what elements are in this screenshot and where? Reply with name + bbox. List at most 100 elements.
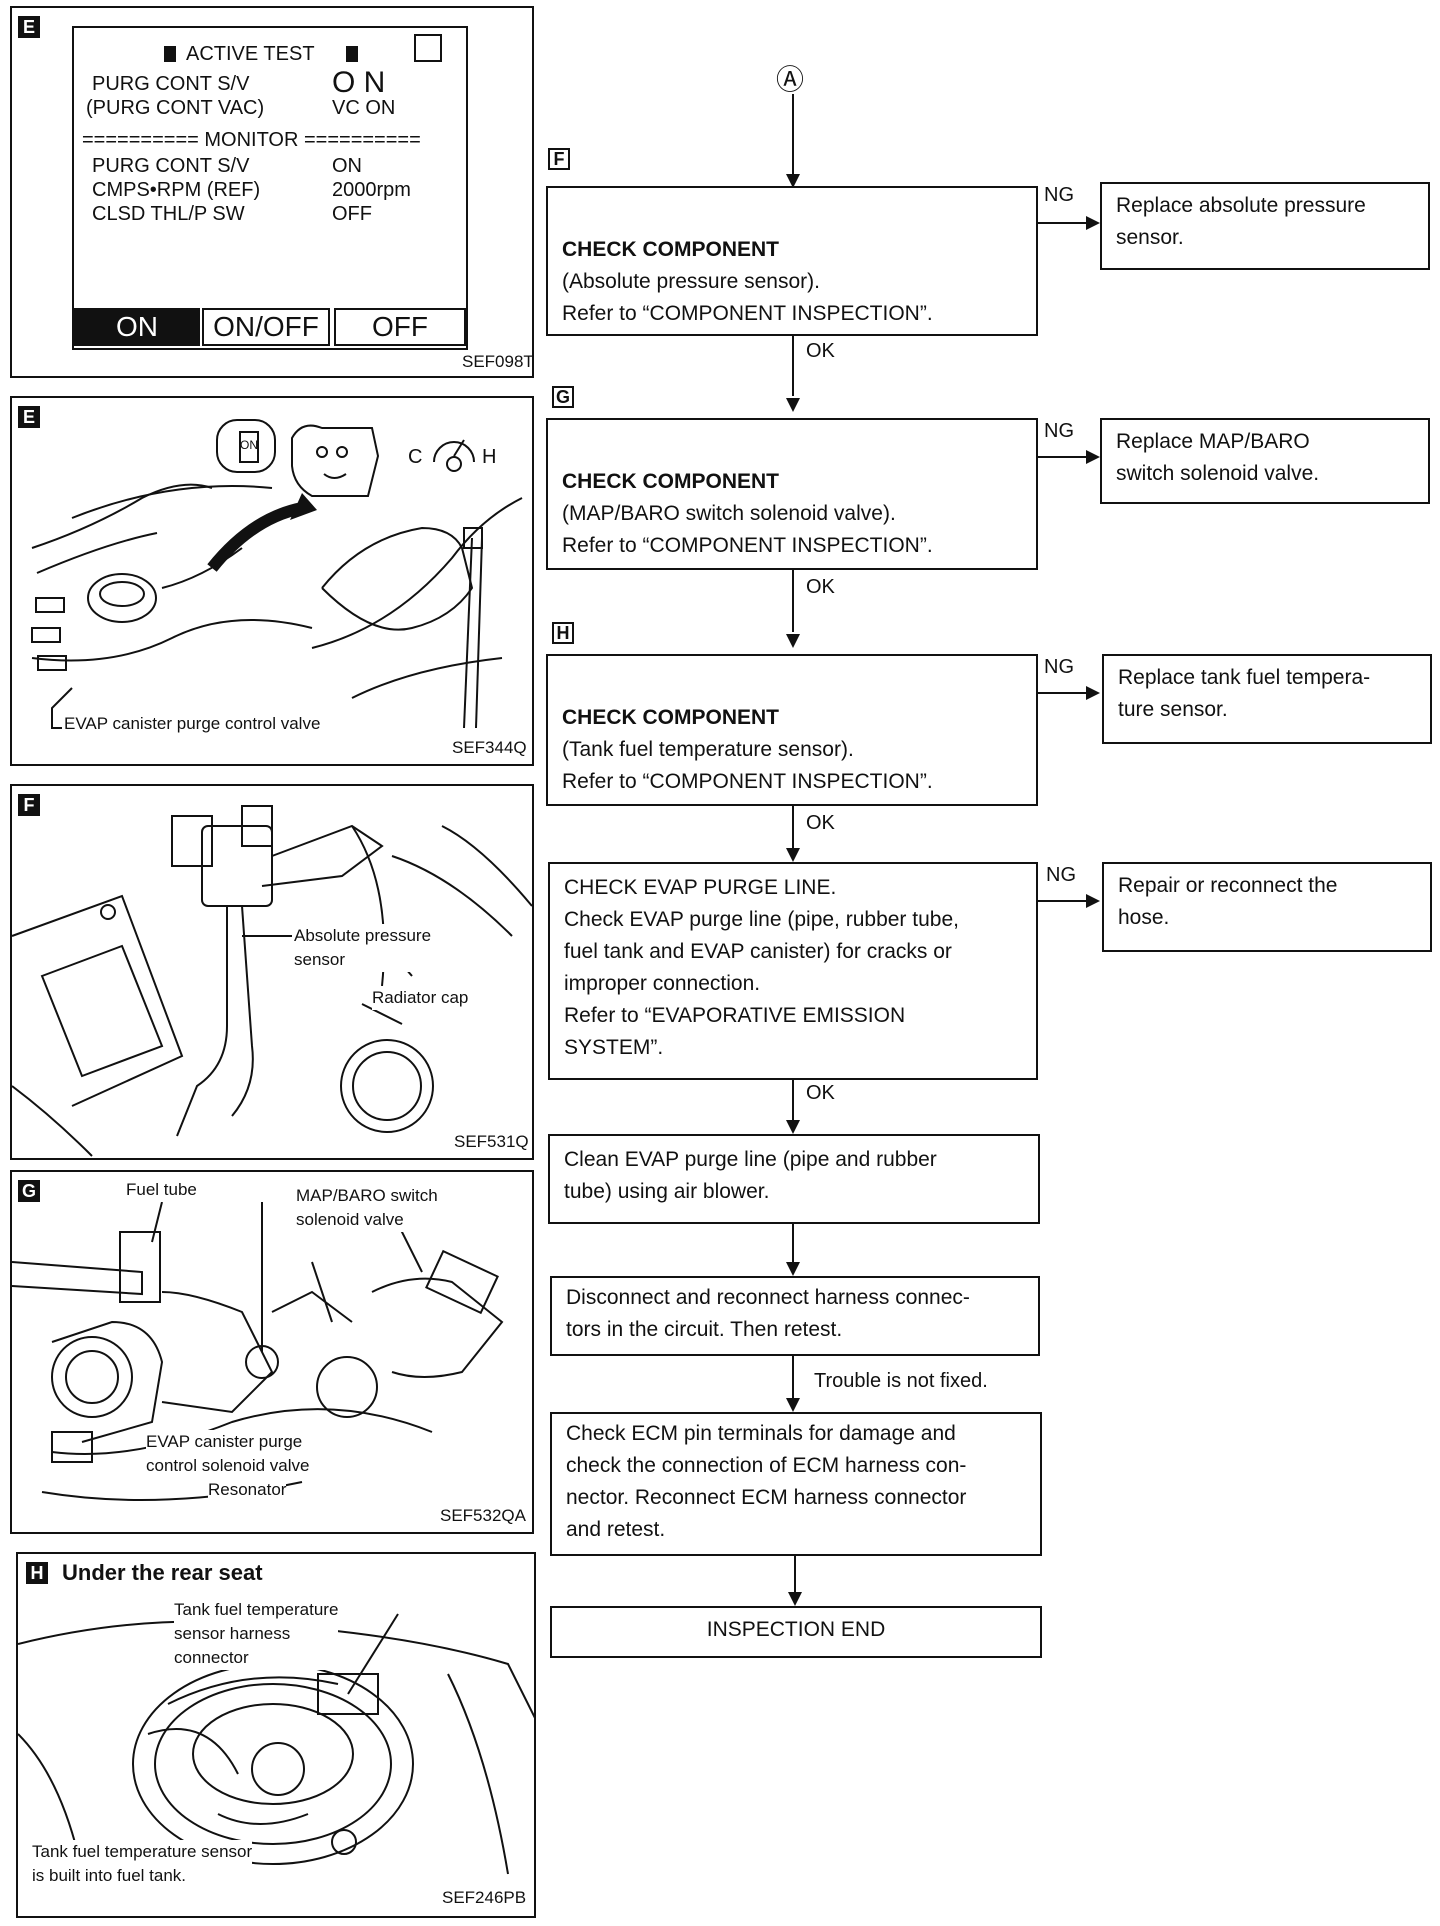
on-off-button[interactable]: ON/OFF: [202, 308, 330, 346]
sensor-location-drawing: [12, 805, 532, 1157]
flow-tag-g: G: [552, 386, 574, 408]
figure-code: SEF344Q: [452, 738, 527, 757]
check-component-tank-sensor[interactable]: CHECK COMPONENT (Tank fuel temperature s…: [546, 654, 1038, 806]
evap-valve-illustration-panel: E ON C H EVAP canister purge control val…: [10, 396, 534, 766]
checkbox-icon: [414, 34, 442, 62]
ng-line: [1038, 222, 1088, 224]
step3-title: CHECK COMPONENT: [562, 706, 780, 729]
active-test-title: ACTIVE TEST: [186, 43, 315, 65]
check-evap-purge-line[interactable]: CHECK EVAP PURGE LINE. Check EVAP purge …: [548, 862, 1038, 1080]
reconnect-harness[interactable]: Disconnect and reconnect harness connec-…: [550, 1276, 1040, 1356]
check-component-abs-sensor[interactable]: CHECK COMPONENT (Absolute pressure senso…: [546, 186, 1038, 336]
off-button[interactable]: OFF: [334, 308, 466, 346]
step-tag-e2: E: [18, 406, 40, 428]
flow-line: [792, 1224, 794, 1268]
monitor-value-3: OFF: [332, 203, 372, 225]
check-component-map-baro[interactable]: CHECK COMPONENT (MAP/BARO switch solenoi…: [546, 418, 1038, 570]
key-on-label: ON: [240, 438, 258, 452]
start-connector-a: Ⓐ: [776, 64, 805, 95]
figure-code: SEF532QA: [440, 1506, 526, 1525]
radiator-cap-callout: Radiator cap: [372, 986, 469, 1010]
monitor-header: ========== MONITOR ==========: [82, 129, 421, 151]
figure-code: SEF098T: [462, 352, 534, 371]
monitor-label-2: CMPS•RPM (REF): [92, 179, 261, 201]
ng-line: [1038, 456, 1088, 458]
replace-tank-sensor[interactable]: Replace tank fuel tempera- ture sensor.: [1102, 654, 1432, 744]
flow-arrow: [788, 1592, 802, 1606]
clean-evap-purge-line[interactable]: Clean EVAP purge line (pipe and rubber t…: [548, 1134, 1040, 1224]
flow-arrow: [786, 634, 800, 648]
flow-arrow: [786, 1120, 800, 1134]
title-square-icon-2: [346, 46, 358, 62]
ok-label: OK: [806, 340, 835, 362]
ng-arrow: [1086, 450, 1100, 464]
fuel-tube-callout: Fuel tube: [126, 1178, 197, 1202]
figure-code: SEF246PB: [442, 1888, 527, 1907]
step3-body: (Tank fuel temperature sensor). Refer to…: [562, 738, 933, 793]
step1-title: CHECK COMPONENT: [562, 238, 780, 261]
flow-arrow: [786, 174, 800, 188]
engine-bay-drawing: [31, 419, 523, 729]
replace-abs-sensor[interactable]: Replace absolute pressure sensor.: [1100, 182, 1430, 270]
row1-value: O N: [332, 66, 386, 99]
panel-h-title: Under the rear seat: [62, 1560, 263, 1585]
flow-line: [794, 1556, 796, 1598]
flow-tag-h: H: [552, 622, 574, 644]
on-button[interactable]: ON: [74, 308, 200, 346]
row2-value: VC ON: [332, 97, 396, 119]
flow-arrow: [786, 1398, 800, 1412]
step-tag-g: G: [18, 1180, 40, 1202]
step2-body: (MAP/BARO switch solenoid valve). Refer …: [562, 502, 933, 557]
flow-arrow: [786, 1262, 800, 1276]
flow-line: [792, 336, 794, 396]
monitor-value-2: 2000rpm: [332, 179, 411, 201]
absolute-pressure-sensor-panel: F Absolute pressure sensor Radiator cap …: [10, 784, 534, 1160]
ng-label: NG: [1044, 420, 1074, 442]
row1-label: PURG CONT S/V: [92, 73, 250, 95]
check-ecm-terminals[interactable]: Check ECM pin terminals for damage and c…: [550, 1412, 1042, 1556]
evap-valve-callout: EVAP canister purge control valve: [64, 714, 321, 733]
replace-map-baro-valve[interactable]: Replace MAP/BARO switch solenoid valve.: [1100, 418, 1430, 504]
step1-body: (Absolute pressure sensor). Refer to “CO…: [562, 270, 933, 325]
gauge-hot-label: H: [482, 446, 497, 468]
monitor-value-1: ON: [332, 155, 362, 177]
ng-arrow: [1086, 216, 1100, 230]
map-baro-valve-panel: G Fuel tube MAP/BARO switch solenoid val…: [10, 1170, 534, 1534]
trouble-not-fixed-label: Trouble is not fixed.: [814, 1370, 988, 1392]
evap-solenoid-callout: EVAP canister purge control solenoid val…: [146, 1430, 310, 1478]
title-square-icon: [164, 46, 176, 62]
tank-sensor-note: Tank fuel temperature sensor is built in…: [32, 1840, 253, 1888]
ng-label: NG: [1044, 656, 1074, 678]
harness-connector-callout: Tank fuel temperature sensor harness con…: [174, 1598, 339, 1670]
flow-line: [792, 1080, 794, 1132]
ng-line: [1038, 692, 1088, 694]
step-tag-f: F: [18, 794, 40, 816]
gauge-cold-label: C: [408, 446, 423, 468]
figure-code: SEF531Q: [454, 1132, 529, 1151]
ok-label: OK: [806, 1082, 835, 1104]
ok-label: OK: [806, 576, 835, 598]
resonator-callout: Resonator: [208, 1478, 287, 1502]
flow-line: [792, 806, 794, 850]
row2-label: (PURG CONT VAC): [86, 97, 265, 119]
flow-line: [792, 1356, 794, 1408]
absolute-pressure-sensor-callout: Absolute pressure sensor: [294, 924, 432, 972]
repair-reconnect-hose[interactable]: Repair or reconnect the hose.: [1102, 862, 1432, 952]
flow-line: [792, 94, 794, 176]
ng-label: NG: [1046, 864, 1076, 886]
consult-screen-panel: E ACTIVE TEST PURG CONT S/V O N (PURG CO…: [10, 6, 534, 378]
ok-label: OK: [806, 812, 835, 834]
ng-label: NG: [1044, 184, 1074, 206]
step2-title: CHECK COMPONENT: [562, 470, 780, 493]
tank-sensor-panel: H Under the rear seat Tank fuel temperat…: [16, 1552, 536, 1918]
monitor-label-1: PURG CONT S/V: [92, 155, 250, 177]
step-tag-h: H: [26, 1562, 48, 1584]
consult-display: [72, 26, 468, 350]
inspection-end[interactable]: INSPECTION END: [550, 1606, 1042, 1658]
flow-line: [792, 570, 794, 632]
valve-location-drawing: [12, 1201, 504, 1501]
ng-line: [1038, 900, 1088, 902]
step-tag-e: E: [18, 16, 40, 38]
flow-arrow: [786, 848, 800, 862]
monitor-label-3: CLSD THL/P SW: [92, 203, 245, 225]
